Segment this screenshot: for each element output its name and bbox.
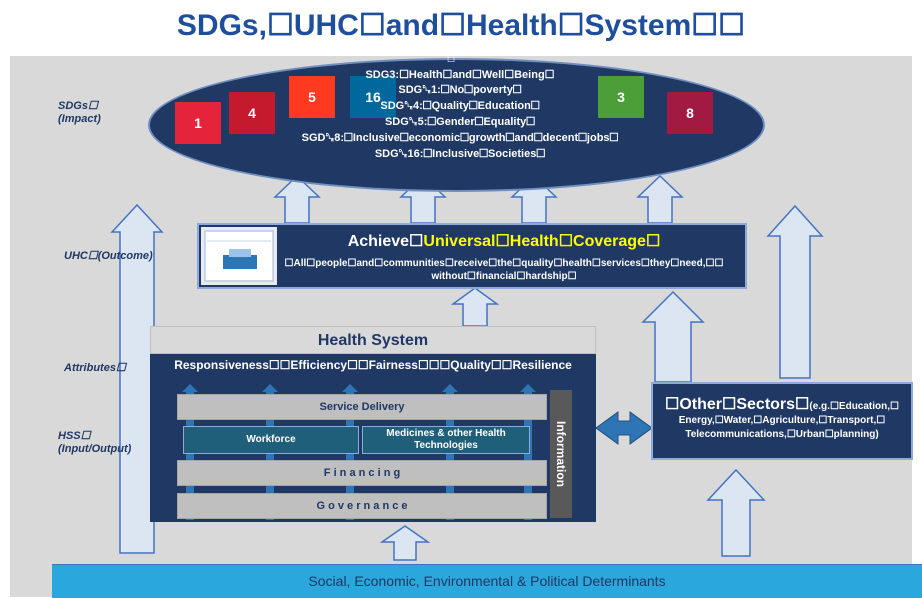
sdg-line-4: SDG␐5:☐Gender☐Equality☐ [384, 116, 536, 128]
arrow-up-uhc-4 [636, 174, 684, 224]
sdg-ellipse [148, 58, 765, 192]
determinants-bar: Social, Economic, Environmental & Politi… [52, 564, 922, 598]
uhc-description: ☐All☐people☐and☐communities☐receive☐the☐… [284, 258, 724, 282]
other-sectors-box: ☐Other☐Sectors☐(e.g.☐Education,☐ Energy,… [651, 382, 913, 460]
arrow-up-other [641, 290, 705, 383]
sdg-goal-4-icon: 4 [229, 92, 275, 134]
sdg-line-6: SDG␐16:☐Inclusive☐Societies☐ [374, 148, 546, 160]
uhc-box: Achieve☐Universal☐Health☐Coverage☐ ☐All☐… [197, 223, 747, 289]
information-bar: Information [550, 390, 572, 518]
arrow-up-right-lower [706, 468, 766, 557]
sdg-line-3: SDG␐4:☐Quality☐Education☐ [380, 100, 540, 112]
arrow-bidirectional [595, 411, 653, 445]
sdg-mark: ☐ [447, 54, 456, 64]
information-label: Information [554, 421, 568, 487]
health-system-header: Health System [150, 326, 596, 354]
uhc-title: Achieve☐Universal☐Health☐Coverage☐ [347, 233, 661, 250]
sdg-goal-8-icon: 8 [667, 92, 713, 134]
arrow-up-right-upper [766, 204, 824, 379]
sdg-goal-3-icon: 3 [598, 76, 644, 118]
medicines-block: Medicines & other Health Technologies [362, 426, 530, 454]
sdg-line-2: SDG␐1:☐No☐poverty☐ [398, 84, 522, 96]
attributes-label: Attributes☐ [64, 362, 126, 374]
sdg-line-5: SGD␐8:☐Inclusive☐economic☐growth☐and☐dec… [301, 132, 619, 144]
other-sectors-description: Energy,☐Water,☐Agriculture,☐Transport,☐T… [678, 415, 886, 440]
uhc-label: UHC☐(Outcome) [64, 250, 153, 262]
sdg-goal-5-icon: 5 [289, 76, 335, 118]
workforce-block: Workforce [183, 426, 359, 454]
financing-bar: F i n a n c i n g [177, 460, 547, 486]
sdg-goal-1-icon: 1 [175, 102, 221, 144]
attributes-row: Responsiveness☐☐Efficiency☐☐Fairness☐☐☐Q… [174, 358, 572, 372]
arrow-up-determinants [379, 525, 431, 561]
other-sectors-title: ☐Other☐Sectors☐(e.g.☐Education,☐ [664, 396, 899, 413]
health-system-box: Responsiveness☐☐Efficiency☐☐Fairness☐☐☐Q… [150, 354, 596, 522]
arrow-up-uhc-1 [273, 174, 321, 224]
sdg-line-1: SDG3:☐Health☐and☐Well☐Being☐ [365, 69, 555, 81]
uhc-illustration [201, 227, 277, 285]
arrow-up-hs [450, 287, 500, 327]
page-title: SDGs,☐UHC☐and☐Health☐System☐☐ [176, 9, 746, 42]
governance-bar: G o v e r n a n c e [177, 493, 547, 519]
service-delivery-bar: Service Delivery [177, 394, 547, 420]
sdgs-label: SDGs☐(Impact) [58, 100, 101, 125]
hss-label: HSS☐(Input/Output) [58, 430, 132, 455]
sdg-goal-16-icon: 16 [350, 76, 396, 118]
